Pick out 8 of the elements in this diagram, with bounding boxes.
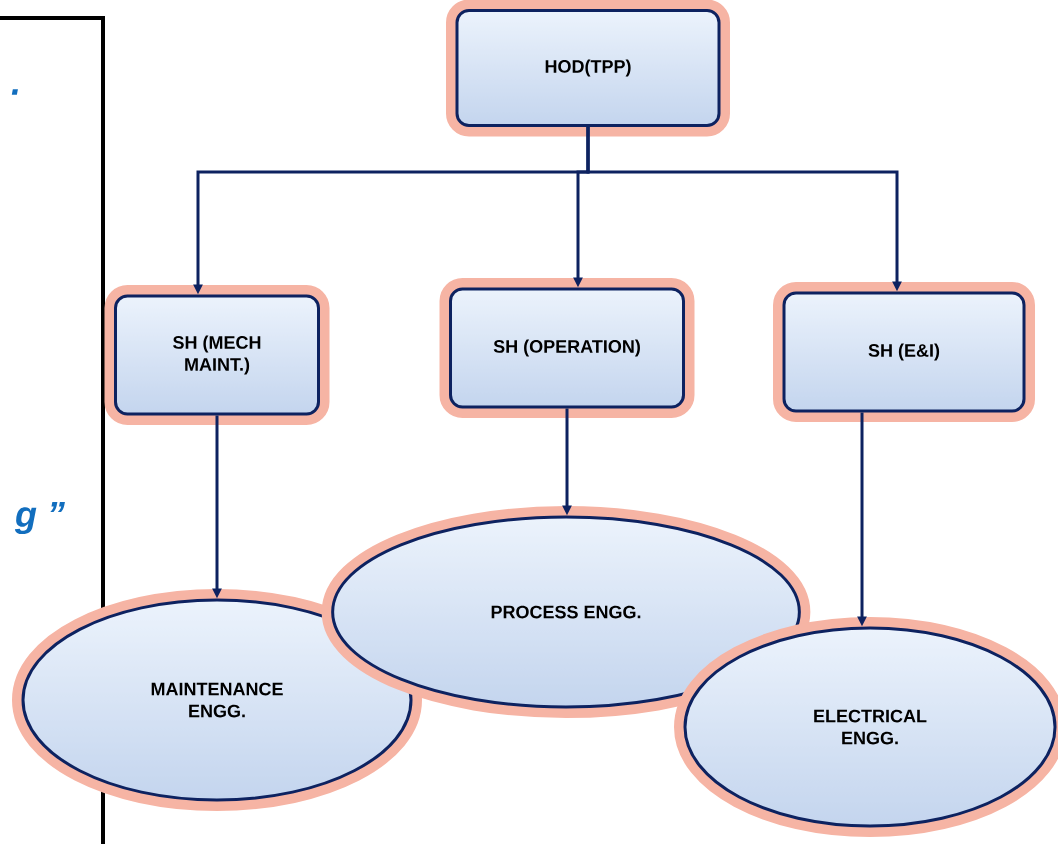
ellipse-node: ELECTRICAL ENGG. xyxy=(674,617,1058,837)
rounded-box: HOD(TPP) xyxy=(446,0,730,137)
text-fragment: g ” xyxy=(14,501,65,535)
rounded-box: SH (E&I) xyxy=(773,282,1035,422)
rounded-box: SH (MECH MAINT.) xyxy=(104,285,330,425)
text-fragment: . xyxy=(11,89,18,95)
ellipse-node: MAINTENANCE ENGG. xyxy=(12,589,422,811)
rounded-box: SH (OPERATION) xyxy=(439,278,695,418)
